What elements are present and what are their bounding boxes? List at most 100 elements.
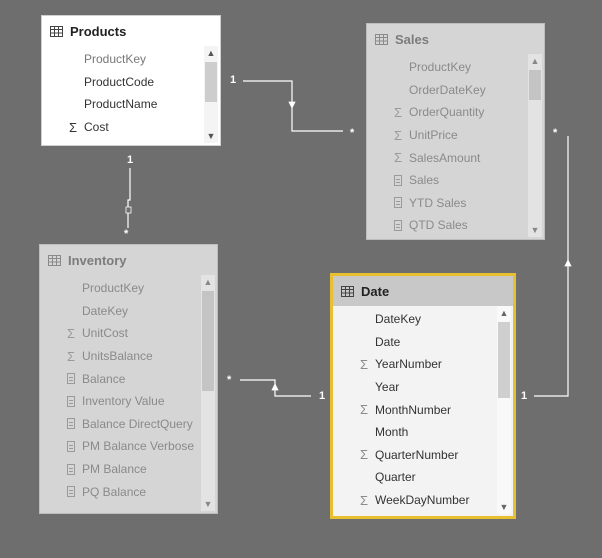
field-name: Year	[375, 380, 400, 395]
field-name: DateKey	[82, 303, 129, 318]
scroll-up-icon[interactable]: ▲	[499, 308, 509, 318]
field-row[interactable]: Balance DirectQuery	[40, 413, 201, 436]
field-name: PM Balance	[82, 462, 147, 477]
field-row[interactable]: Quarter	[333, 466, 497, 489]
cardinality-many-inventory-date: *	[227, 374, 232, 386]
field-row[interactable]: PM Balance	[40, 458, 201, 481]
scrollbar-date[interactable]: ▲ ▼	[497, 306, 511, 514]
relationship-line-products-inventory	[127, 168, 131, 228]
calculator-icon	[64, 463, 78, 475]
field-row[interactable]: PY Balance	[40, 503, 201, 509]
field-name: Sales	[409, 173, 440, 188]
scroll-thumb[interactable]	[498, 322, 510, 398]
field-name: ProductCode	[84, 74, 155, 89]
field-row[interactable]: Sales	[367, 169, 528, 192]
field-name: YearNumber	[375, 357, 442, 372]
scroll-down-icon[interactable]: ▼	[499, 502, 509, 512]
field-row[interactable]: DateKey	[333, 308, 497, 331]
scrollbar-sales[interactable]: ▲ ▼	[528, 54, 542, 237]
table-header-inventory[interactable]: Inventory	[40, 245, 217, 275]
scroll-up-icon[interactable]: ▲	[206, 48, 216, 58]
scroll-thumb[interactable]	[529, 70, 541, 100]
field-row[interactable]: ProductKey	[367, 56, 528, 79]
calculator-icon	[64, 418, 78, 430]
field-name: Inventory Value	[82, 394, 165, 409]
field-row[interactable]: ProductKey	[42, 48, 204, 71]
scroll-thumb[interactable]	[205, 62, 217, 102]
field-row[interactable]: ProductKey	[40, 277, 201, 300]
scroll-down-icon[interactable]: ▼	[203, 499, 213, 509]
field-row[interactable]: Inventory Value	[40, 390, 201, 413]
field-row[interactable]: PQ Balance	[40, 480, 201, 503]
scroll-up-icon[interactable]: ▲	[203, 277, 213, 287]
field-name: DateKey	[375, 312, 422, 327]
field-name: Balance	[82, 371, 126, 386]
table-icon	[375, 33, 388, 45]
field-name: Month	[375, 425, 409, 440]
calculator-icon	[391, 197, 405, 209]
field-name: Cost	[84, 120, 109, 135]
table-title-products: Products	[70, 23, 127, 39]
calculator-icon	[391, 219, 405, 231]
field-row[interactable]: ProductCode	[42, 71, 204, 94]
direction-marker-products-inventory	[125, 206, 132, 214]
scroll-thumb[interactable]	[202, 291, 214, 391]
field-name: SalesAmount	[409, 150, 481, 165]
table-icon	[48, 254, 61, 266]
cardinality-many-sales-date: *	[553, 127, 558, 139]
field-row[interactable]: Year	[333, 376, 497, 399]
cardinality-many-products-inventory: *	[124, 228, 129, 240]
scroll-down-icon[interactable]: ▼	[530, 225, 540, 235]
cardinality-many-products-sales: *	[350, 127, 355, 139]
field-row[interactable]: Date	[333, 331, 497, 354]
field-name: OrderDateKey	[409, 82, 486, 97]
calculator-icon	[64, 486, 78, 498]
field-row[interactable]: Sales	[42, 138, 204, 141]
field-name: ProductKey	[82, 281, 145, 296]
field-row[interactable]: ProductName	[42, 93, 204, 116]
table-header-sales[interactable]: Sales	[367, 24, 544, 54]
field-row[interactable]: Month	[333, 421, 497, 444]
scroll-up-icon[interactable]: ▲	[530, 56, 540, 66]
sigma-icon: Σ	[66, 348, 76, 364]
table-header-date[interactable]: Date	[333, 276, 513, 306]
calculator-icon	[391, 174, 405, 186]
scrollbar-products[interactable]: ▲ ▼	[204, 46, 218, 143]
table-header-products[interactable]: Products	[42, 16, 220, 46]
sigma-icon: Σ	[68, 119, 78, 135]
field-row[interactable]: QTD Sales	[367, 214, 528, 235]
scroll-down-icon[interactable]: ▼	[206, 131, 216, 141]
calculator-icon	[64, 395, 78, 407]
direction-arrow-products-sales	[288, 101, 296, 109]
field-row[interactable]: PM Balance Verbose	[40, 435, 201, 458]
table-title-date: Date	[361, 283, 390, 299]
field-name: WeekDayNumber	[375, 493, 470, 508]
field-row[interactable]: Balance	[40, 367, 201, 390]
relationship-line-inventory-date	[240, 379, 311, 397]
field-row[interactable]: DateKey	[40, 300, 201, 323]
field-name: PQ Balance	[82, 484, 147, 499]
field-row[interactable]: Σ Cost	[42, 116, 204, 139]
field-row[interactable]: YTD Sales	[367, 192, 528, 215]
field-row[interactable]: OrderDateKey	[367, 79, 528, 102]
scrollbar-inventory[interactable]: ▲ ▼	[201, 275, 215, 511]
field-name: MonthNumber	[375, 402, 452, 417]
